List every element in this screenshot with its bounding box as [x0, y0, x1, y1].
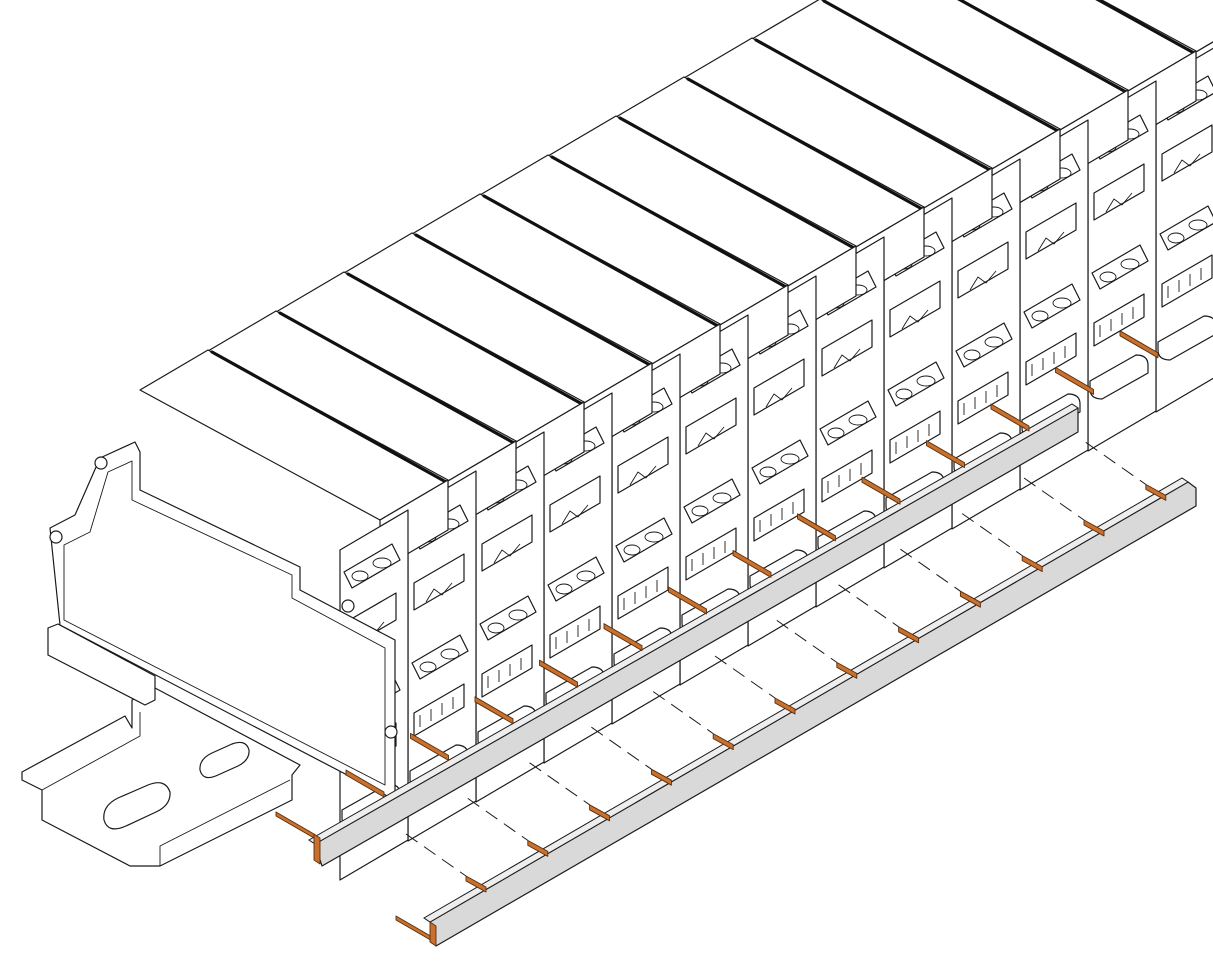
- alignment-line: [652, 691, 714, 735]
- relay-module: [479, 154, 789, 686]
- busbar-pin: [732, 549, 772, 578]
- busbar-pin: [712, 733, 734, 751]
- detached-busbar: [395, 477, 1197, 947]
- relay-module: [958, 0, 1197, 452]
- busbar-pin: [603, 623, 643, 652]
- busbar-pin: [990, 403, 1030, 432]
- busbar-pin: [668, 586, 707, 615]
- busbar-pin: [1145, 483, 1167, 501]
- busbar-pin: [898, 626, 920, 644]
- busbar-pin: [1021, 555, 1043, 573]
- installed-busbar-pins: [345, 330, 1159, 798]
- busbar-pin: [465, 875, 487, 893]
- busbar-pin: [959, 590, 981, 608]
- alignment-lines: [405, 441, 1147, 877]
- alignment-line: [591, 726, 652, 770]
- end-housing-side: [49, 441, 398, 801]
- busbar-pin: [1083, 519, 1105, 537]
- busbar-pin: [589, 804, 611, 822]
- relay-module-group: [139, 0, 1213, 881]
- busbar-pin: [527, 839, 549, 857]
- busbar-pin: [861, 476, 901, 505]
- busbar-pin: [345, 769, 385, 798]
- busbar-pin: [926, 440, 965, 469]
- alignment-line: [405, 833, 467, 877]
- busbar-pin: [1055, 366, 1094, 395]
- busbar-pin: [1119, 330, 1159, 359]
- alignment-line: [467, 797, 529, 841]
- installed-busbar: [275, 330, 1159, 867]
- detached-busbar-pins: [465, 483, 1167, 893]
- alignment-line: [1023, 477, 1085, 521]
- alignment-line: [776, 619, 838, 663]
- busbar-pin: [410, 732, 449, 761]
- alignment-line: [1085, 441, 1147, 485]
- alignment-line: [838, 584, 899, 628]
- alignment-line: [900, 548, 961, 592]
- relay-module: [1098, 0, 1213, 413]
- relay-module: [343, 232, 653, 764]
- busbar-pin: [774, 697, 796, 715]
- busbar-pin: [797, 513, 836, 542]
- relay-module: [751, 0, 1061, 530]
- alignment-line: [714, 655, 776, 699]
- relay-module: [411, 193, 721, 725]
- relay-module: [615, 76, 925, 608]
- busbar-pin: [836, 661, 858, 679]
- busbar-pin: [474, 696, 514, 725]
- alignment-line: [529, 762, 590, 806]
- busbar-pin: [539, 659, 578, 688]
- alignment-line: [961, 513, 1023, 557]
- din-rail: [21, 623, 301, 867]
- busbar-pin: [650, 768, 672, 786]
